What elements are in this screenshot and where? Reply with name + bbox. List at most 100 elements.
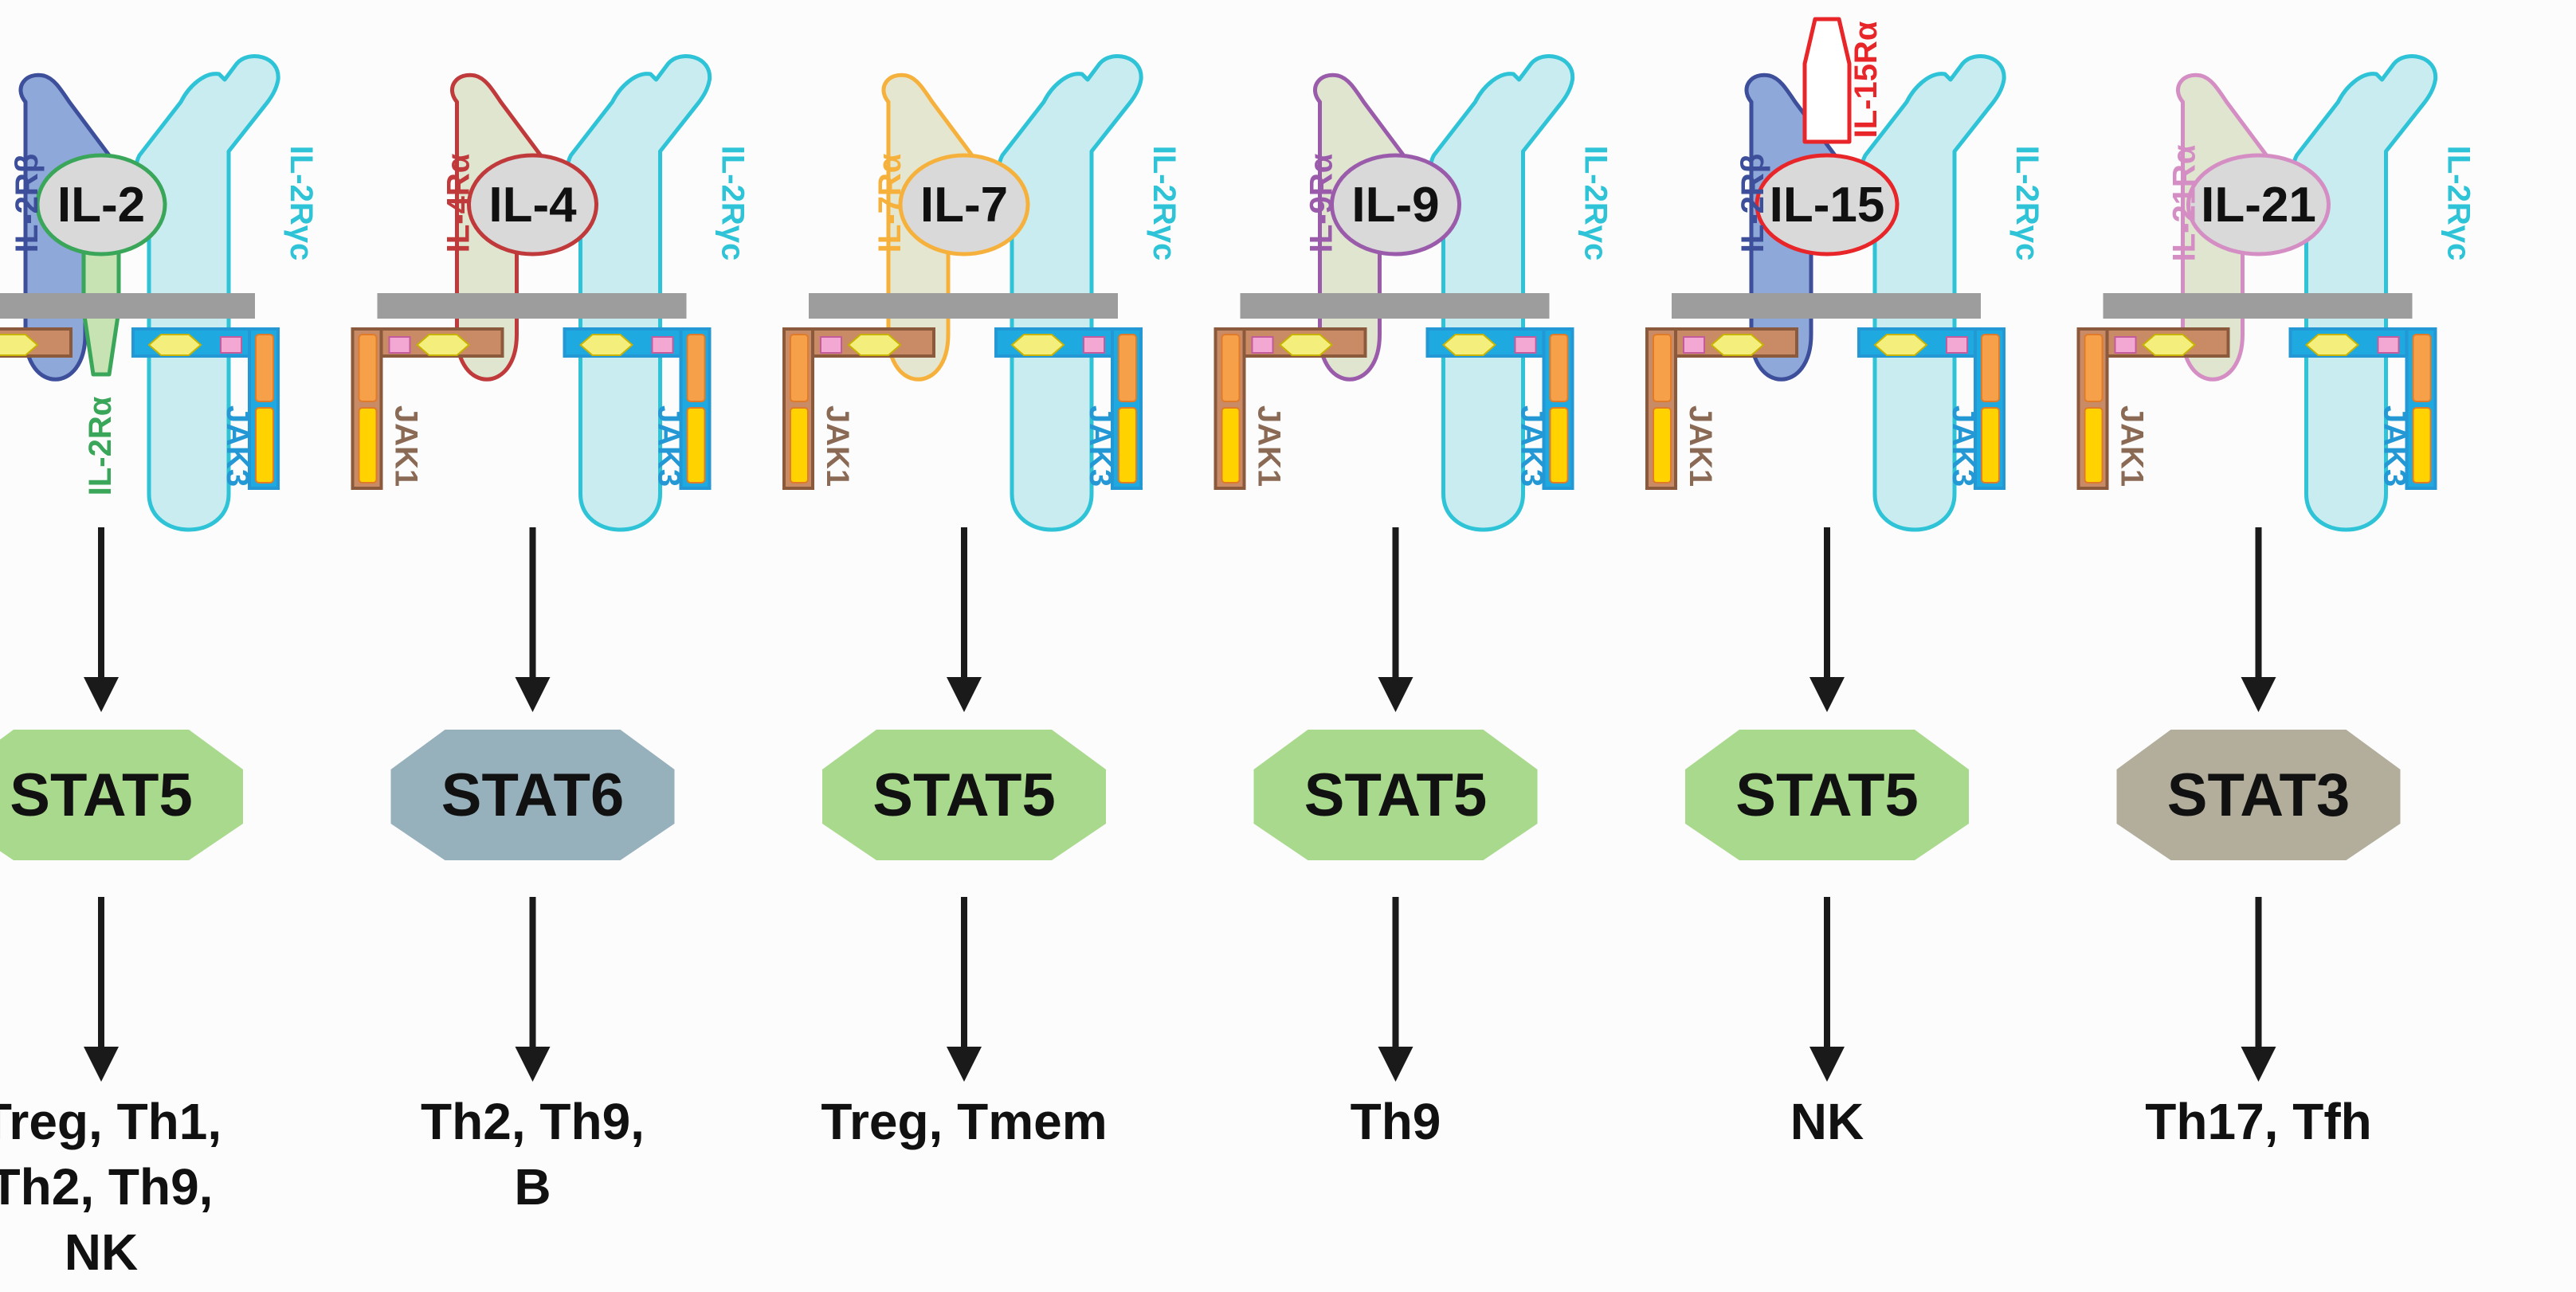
jak3-domain-yellow: [1981, 407, 2000, 484]
jak1-domain-yellow: [1221, 407, 1241, 484]
stat-label: STAT3: [2167, 761, 2350, 829]
jak1-binding-domain: [1710, 334, 1765, 356]
jak1-domain-orange: [2084, 334, 2104, 402]
stat-label: STAT6: [441, 761, 624, 829]
cell-outcome-line: Treg, Th1,: [0, 1093, 222, 1150]
cytokine-ellipse: [2186, 153, 2331, 256]
cytokine-label: IL-9: [1351, 178, 1439, 233]
cell-outcome-line: NK: [65, 1223, 138, 1281]
cell-outcome-line: Th17, Tfh: [2145, 1093, 2371, 1150]
cell-outcome-line: Th2, Th9,: [421, 1093, 645, 1150]
jak3-label: JAK3: [1515, 405, 1550, 487]
cytokine-ellipse: [1755, 153, 1900, 256]
alpha-receptor-label: IL-9Rα: [1304, 153, 1339, 253]
jak1-linker: [1251, 336, 1274, 354]
cell-outcome-line: Treg, Tmem: [821, 1093, 1107, 1150]
jak3-linker: [220, 336, 242, 354]
jak1-linker: [388, 336, 411, 354]
stat-octagon: [390, 730, 675, 860]
stat-octagon: [1685, 730, 1969, 860]
cell-outcome-line: B: [514, 1158, 551, 1216]
cell-outcome-line: NK: [1790, 1093, 1864, 1150]
jak3-binding-domain: [1441, 334, 1497, 356]
cell-membrane: [0, 293, 255, 319]
jak1-linker: [1683, 336, 1705, 354]
gamma-chain-label: IL-2Rγc: [1147, 146, 1182, 261]
jak1-binding-domain: [847, 334, 902, 356]
cell-outcome-line: Th9: [1351, 1093, 1441, 1150]
jak1-label: JAK1: [389, 405, 424, 487]
cytokine-ellipse: [467, 153, 598, 256]
jak3-domain-orange: [1981, 334, 2000, 402]
jak3-linker: [2377, 336, 2400, 354]
jak1-label: JAK1: [1683, 405, 1718, 487]
jak1-linker: [820, 336, 842, 354]
jak3-domain-yellow: [686, 407, 706, 484]
stat-octagon: [2116, 730, 2401, 860]
cell-membrane: [1240, 293, 1550, 319]
alpha-receptor-label: IL-2Rβ: [10, 154, 45, 253]
jak1-domain-yellow: [2084, 407, 2104, 484]
jak3-linker: [1514, 336, 1537, 354]
jak3-binding-domain: [2304, 334, 2360, 356]
cytokine-ellipse: [898, 153, 1030, 256]
jak1-binding-domain: [415, 334, 471, 356]
stat-label: STAT5: [10, 761, 192, 829]
jak3-binding-domain: [147, 334, 202, 356]
gamma-chain-label: IL-2Rγc: [716, 146, 751, 261]
jak3-domain-orange: [686, 334, 706, 402]
cell-membrane: [377, 293, 687, 319]
stat-label: STAT5: [1735, 761, 1918, 829]
il15r-alpha-chain: [1802, 17, 1852, 144]
cytokine-label: IL-4: [488, 178, 577, 233]
jak1-binding-domain: [1278, 334, 1334, 356]
receptor-column: IL-2JAK1JAK3IL-2RβIL-2RγcIL-2RαSTAT5Treg…: [0, 54, 319, 1281]
jak3-domain-orange: [1118, 334, 1137, 402]
jak1-binding-domain: [0, 334, 39, 356]
alpha-receptor-label: IL-2Rβ: [1735, 154, 1770, 253]
gamma-chain-label: IL-2Rγc: [1578, 146, 1613, 261]
jak3-domain-orange: [2412, 334, 2432, 402]
gamma-chain-label: IL-2Rγc: [284, 146, 319, 261]
cell-membrane: [809, 293, 1118, 319]
jak3-binding-domain: [1010, 334, 1065, 356]
jak3-linker: [651, 336, 674, 354]
jak3-binding-domain: [1873, 334, 1928, 356]
jak3-domain-orange: [255, 334, 274, 402]
jak1-binding-domain: [2141, 334, 2197, 356]
jak1-domain-orange: [358, 334, 378, 402]
cell-outcome-line: Th2, Th9,: [0, 1158, 213, 1216]
jak3-linker: [1946, 336, 1968, 354]
cytokine-label: IL-15: [1770, 178, 1885, 233]
gamma-chain-label: IL-2Rγc: [2441, 146, 2476, 261]
jak1-domain-orange: [1221, 334, 1241, 402]
alpha-receptor-label: IL-4Rα: [441, 153, 476, 253]
jak3-domain-yellow: [1549, 407, 1569, 484]
stat-octagon: [1253, 730, 1538, 860]
jak1-linker: [2114, 336, 2137, 354]
jak1-label: JAK1: [1252, 405, 1287, 487]
jak1-domain-yellow: [358, 407, 378, 484]
jak1-domain-orange: [790, 334, 809, 402]
jak1-domain-yellow: [1653, 407, 1672, 484]
jak1-domain-orange: [1653, 334, 1672, 402]
jak1-label: JAK1: [2115, 405, 2150, 487]
stat-label: STAT5: [1304, 761, 1487, 829]
jak3-domain-orange: [1549, 334, 1569, 402]
cytokine-label: IL-7: [920, 178, 1008, 233]
alpha-receptor-label: IL-21Rα: [2167, 144, 2202, 261]
cell-membrane: [2103, 293, 2413, 319]
jak3-label: JAK3: [220, 405, 255, 487]
extra-receptor-label: IL-15Rα: [1849, 21, 1884, 138]
jak3-label: JAK3: [2378, 405, 2413, 487]
jak3-linker: [1083, 336, 1105, 354]
jak3-domain-yellow: [1118, 407, 1137, 484]
cytokine-ellipse: [35, 153, 167, 256]
cytokine-ellipse: [1330, 153, 1461, 256]
